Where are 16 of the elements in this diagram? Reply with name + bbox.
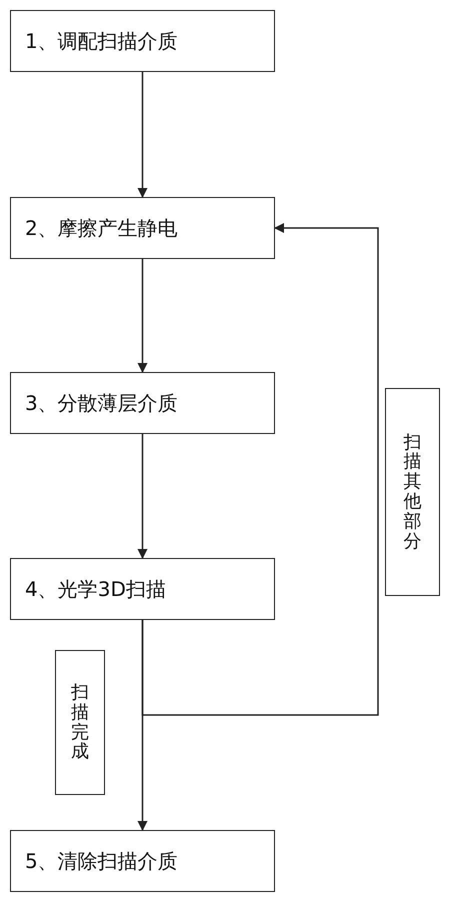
step-text: 3、分散薄层介质: [25, 390, 178, 416]
edge-label: 扫描完成: [55, 650, 105, 795]
arrow: [138, 259, 148, 373]
step-text: 5、清除扫描介质: [25, 848, 178, 874]
process-box: [10, 830, 275, 892]
edge-label: 扫描其他部分: [385, 388, 440, 596]
process-box: [10, 372, 275, 434]
step-text: 4、光学3D扫描: [25, 576, 166, 602]
arrow: [138, 72, 148, 198]
process-box: [10, 558, 275, 620]
process-box: [10, 10, 275, 72]
process-box: [10, 197, 275, 259]
arrow: [138, 434, 148, 559]
arrow: [142, 223, 379, 716]
step-text: 1、调配扫描介质: [25, 28, 178, 54]
step-text: 2、摩擦产生静电: [25, 214, 178, 242]
